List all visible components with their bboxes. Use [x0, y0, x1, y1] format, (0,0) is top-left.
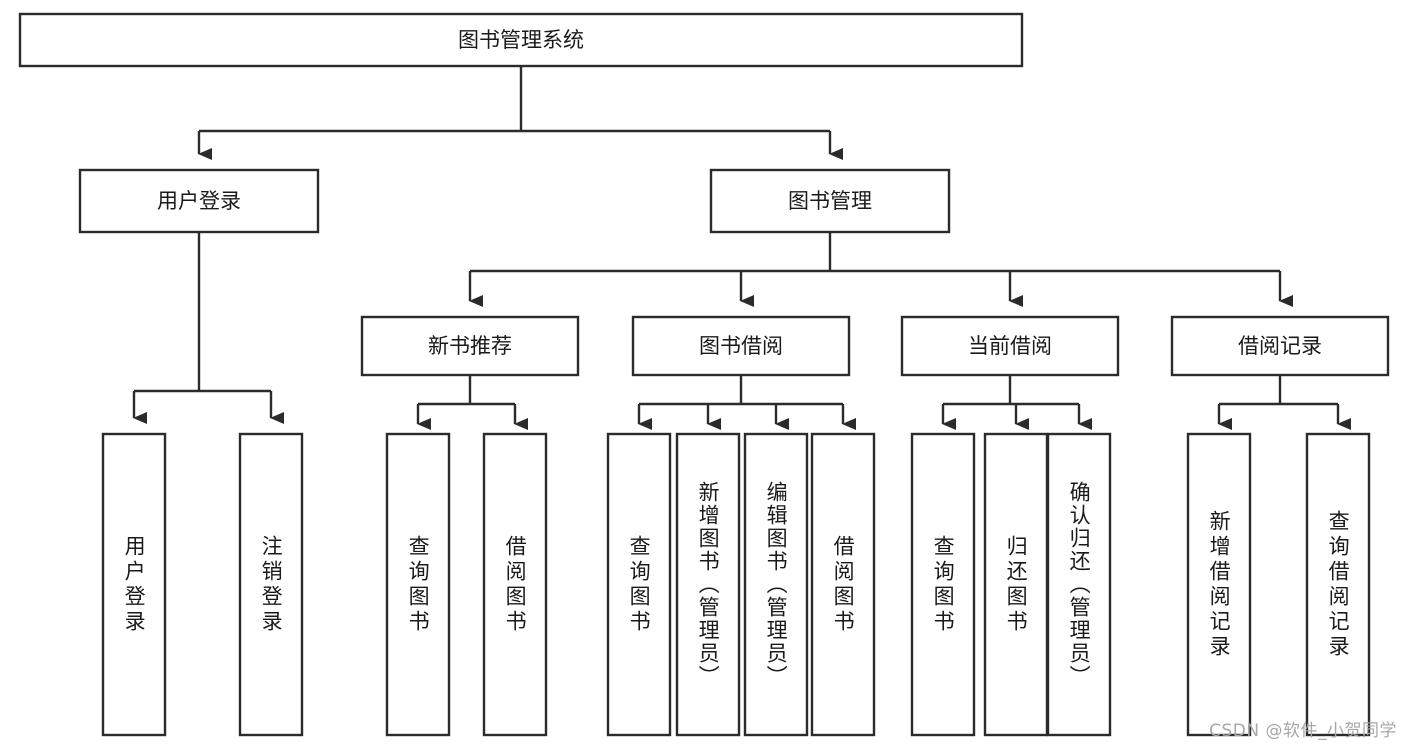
borrow-record-label: 借阅记录 [1238, 334, 1322, 358]
new-book-recommend-label: 新书推荐 [428, 334, 512, 358]
node-current-borrow[interactable]: 当前借阅 [900, 315, 1120, 377]
root-box[interactable] [18, 12, 1024, 68]
leaf-box-query-record[interactable] [1305, 432, 1371, 737]
watermark-text: CSDN @软件_小贺同学 [1209, 721, 1397, 741]
leaf-box-add-record[interactable] [1186, 432, 1252, 737]
leaf-box-confirm-return[interactable] [1046, 432, 1112, 737]
connectors-layer [132, 66, 1351, 430]
leaf-box-logout[interactable] [238, 432, 304, 737]
leaf-box-user-login[interactable] [101, 432, 167, 737]
leaf-box-query-book-new[interactable] [385, 432, 451, 737]
node-book-borrow[interactable]: 图书借阅 [631, 315, 851, 377]
leaf-box-add-book-admin[interactable] [675, 432, 741, 737]
borrow-record-box[interactable] [1170, 315, 1390, 377]
leaf-box-return-book[interactable] [983, 432, 1049, 737]
book-borrow-label: 图书借阅 [699, 334, 783, 358]
current-borrow-label: 当前借阅 [968, 334, 1052, 358]
book-borrow-box[interactable] [631, 315, 851, 377]
leaf-box-borrow-book[interactable] [810, 432, 876, 737]
book-management-box[interactable] [709, 168, 951, 234]
book-management-label: 图书管理 [788, 189, 872, 213]
leaf-box-query-book-borrow[interactable] [606, 432, 672, 737]
node-book-management[interactable]: 图书管理 [709, 168, 951, 234]
leaf-boxes-layer [101, 432, 1371, 737]
current-borrow-box[interactable] [900, 315, 1120, 377]
node-borrow-record[interactable]: 借阅记录 [1170, 315, 1390, 377]
node-user-login[interactable]: 用户登录 [78, 168, 320, 234]
leaf-box-edit-book-admin[interactable] [743, 432, 809, 737]
node-root-system[interactable]: 图书管理系统 [18, 12, 1024, 68]
node-new-book-recommend[interactable]: 新书推荐 [360, 315, 580, 377]
user-login-box[interactable] [78, 168, 320, 234]
new-book-recommend-box[interactable] [360, 315, 580, 377]
root-label: 图书管理系统 [458, 28, 584, 52]
leaf-box-borrow-book-new[interactable] [482, 432, 548, 737]
leaf-box-query-book-cur[interactable] [910, 432, 976, 737]
user-login-label: 用户登录 [157, 189, 241, 213]
